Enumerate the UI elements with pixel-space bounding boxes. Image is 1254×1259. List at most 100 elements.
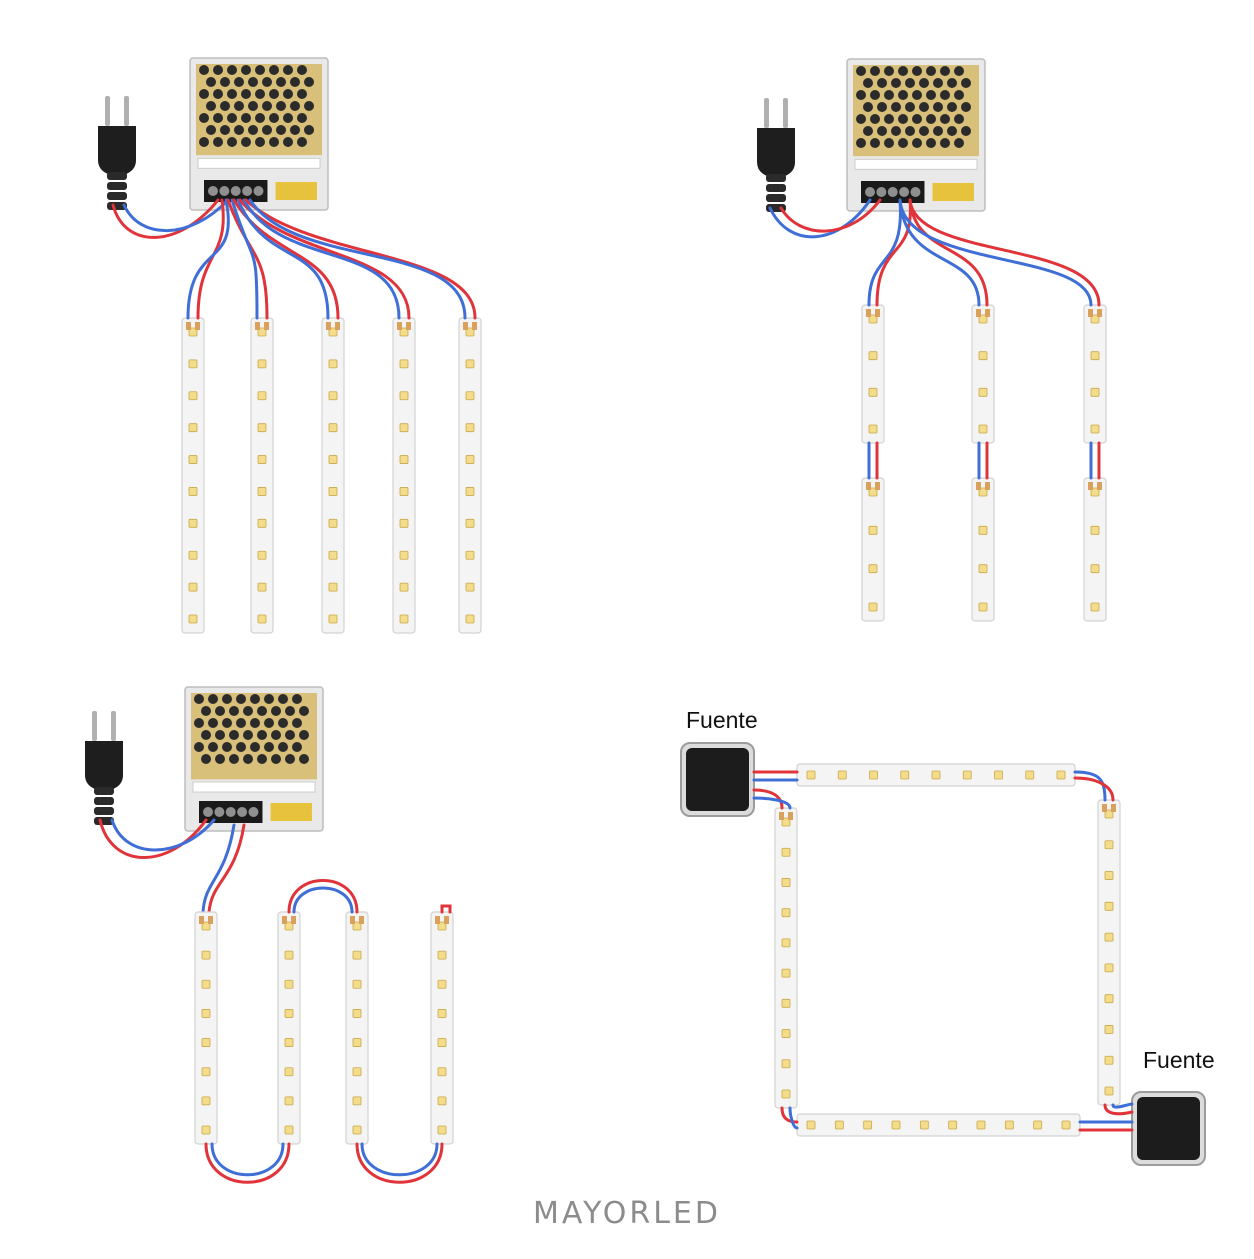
psu-vent xyxy=(926,66,936,76)
strip-led xyxy=(201,1067,211,1077)
led-strip-icon xyxy=(796,1113,1081,1137)
psu-vent xyxy=(201,706,211,716)
psu-vent xyxy=(278,718,288,728)
strip-led xyxy=(257,582,267,592)
psu-vent xyxy=(248,125,258,135)
strip-led xyxy=(1090,351,1100,361)
psu-vent xyxy=(241,113,251,123)
strip-led xyxy=(781,938,791,948)
strip-pad xyxy=(779,812,784,820)
psu-vent xyxy=(856,66,866,76)
source-label-top: Fuente xyxy=(686,707,758,733)
psu-sticker xyxy=(275,182,317,200)
strip-led xyxy=(806,1120,816,1130)
power-plug-icon xyxy=(85,711,123,825)
strip-led xyxy=(257,518,267,528)
wire-positive xyxy=(908,198,989,307)
psu-vent xyxy=(905,126,915,136)
strip-led xyxy=(781,878,791,887)
strip-pad xyxy=(472,322,477,330)
strip-pad xyxy=(976,309,981,317)
strip-led xyxy=(284,979,294,989)
psu-vent xyxy=(222,742,232,752)
strip-led xyxy=(976,1120,986,1130)
plug-head xyxy=(757,128,795,176)
strip-led xyxy=(994,770,1003,780)
psu-vent xyxy=(257,706,267,716)
wire-negative xyxy=(867,198,902,307)
strip-led xyxy=(352,1038,362,1047)
strip-led xyxy=(328,582,338,592)
psu-vent xyxy=(877,78,887,88)
psu-vent xyxy=(954,90,964,100)
psu-vent xyxy=(236,742,246,752)
psu-vent xyxy=(199,113,209,123)
led-strip-icon xyxy=(277,911,301,1145)
strip-body xyxy=(1083,477,1107,622)
strip-led xyxy=(1104,840,1114,850)
psu-vent xyxy=(227,137,237,147)
wire-negative xyxy=(186,198,230,320)
psu-terminal-screw xyxy=(203,807,213,817)
psu-vent xyxy=(271,754,281,764)
psu-vent xyxy=(919,78,929,88)
strip-led xyxy=(919,1120,929,1130)
psu-vent xyxy=(276,125,286,135)
strip-led xyxy=(437,950,447,960)
psu-vent xyxy=(269,137,279,147)
led-strip-icon xyxy=(1097,799,1121,1106)
strip-body xyxy=(194,911,218,1145)
strip-body xyxy=(277,911,301,1145)
strip-led xyxy=(399,614,409,624)
strip-led xyxy=(978,525,988,535)
psu-vent xyxy=(250,694,260,704)
strip-led xyxy=(1056,770,1066,780)
psu-vent xyxy=(262,125,272,135)
strip-body xyxy=(345,911,369,1145)
strip-pad xyxy=(406,322,411,330)
strip-pad xyxy=(444,916,449,924)
strip-pad xyxy=(875,309,880,317)
power-plug-icon xyxy=(98,96,136,210)
strip-pad xyxy=(463,322,468,330)
psu-vent xyxy=(269,89,279,99)
strip-led xyxy=(1104,1025,1114,1034)
led-strip-icon xyxy=(1083,304,1107,444)
strip-led xyxy=(868,351,878,361)
wire-negative xyxy=(236,198,330,320)
psu-vent xyxy=(255,137,265,147)
strip-led xyxy=(399,518,409,528)
strip-led xyxy=(869,770,878,780)
psu-vent xyxy=(276,101,286,111)
psu-vent xyxy=(912,138,922,148)
psu-vent xyxy=(248,77,258,87)
strip-led xyxy=(188,423,198,433)
strip-led xyxy=(465,423,475,433)
wire-bridge-negative xyxy=(210,1142,285,1177)
psu-vent xyxy=(304,77,314,87)
strip-pad xyxy=(264,322,269,330)
wire-feed-negative xyxy=(201,823,236,914)
psu-vent xyxy=(234,77,244,87)
psu-vent xyxy=(220,125,230,135)
psu-vent xyxy=(208,694,218,704)
strip-led xyxy=(284,1009,294,1018)
wire-bridge-positive xyxy=(355,1142,444,1184)
power-supply-icon xyxy=(846,58,986,212)
psu-vent xyxy=(264,742,274,752)
psu-vent xyxy=(290,125,300,135)
strip-led xyxy=(201,1096,211,1106)
psu-vent xyxy=(257,730,267,740)
strip-led xyxy=(352,1067,362,1077)
psu-vent xyxy=(884,90,894,100)
source-box-icon xyxy=(1131,1091,1206,1166)
psu-vent xyxy=(933,78,943,88)
plug-head xyxy=(98,126,136,174)
strip-body xyxy=(250,317,274,634)
psu-vent xyxy=(884,138,894,148)
psu-vent xyxy=(199,89,209,99)
power-supply-icon xyxy=(184,686,324,832)
psu-vent xyxy=(870,138,880,148)
psu-sticker xyxy=(270,803,312,821)
psu-vent xyxy=(206,125,216,135)
